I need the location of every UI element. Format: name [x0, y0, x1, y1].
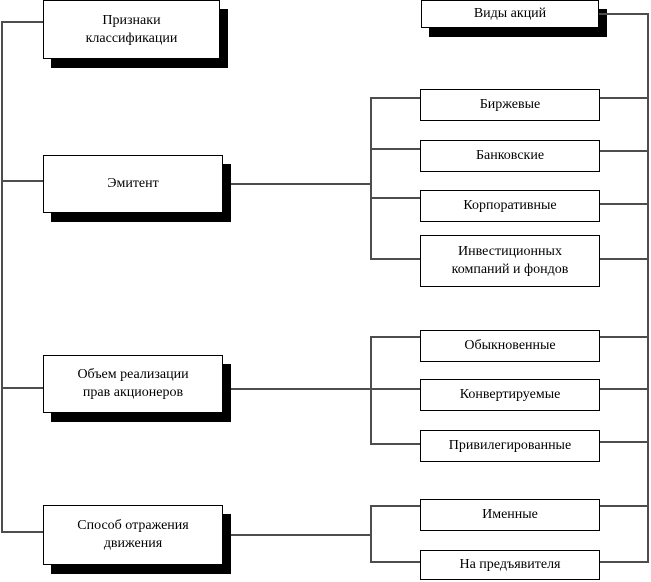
- connector-invest: [370, 258, 420, 260]
- spine-stub-volume: [1, 387, 44, 389]
- feed-line-volume: [231, 388, 371, 390]
- node-bankovskie: Банковские: [420, 140, 600, 172]
- spine-stub-method: [1, 531, 44, 533]
- node-imennye: Именные: [420, 499, 600, 531]
- spine-stub-emitent: [1, 180, 44, 182]
- node-classification-criteria: Признаки классификации: [43, 0, 220, 59]
- node-privilegirovannye: Привилегированные: [420, 430, 600, 462]
- connector-konvertiruemye: [370, 388, 420, 390]
- right-connector-imennye: [600, 505, 647, 507]
- connector-obyknovennye: [370, 336, 420, 338]
- connector-imennye: [370, 505, 420, 507]
- right-connector-privilegirovannye: [600, 441, 647, 443]
- node-obyknovennye: Обыкновенные: [420, 330, 600, 362]
- bracket-line-group3: [370, 505, 372, 563]
- right-connector-korporativnye: [600, 203, 647, 205]
- connector-predyavitelya: [370, 561, 420, 563]
- connector-birzhevye: [370, 97, 420, 99]
- node-korporativnye: Корпоративные: [420, 190, 600, 222]
- connector-bankovskie: [370, 148, 420, 150]
- right-connector-obyknovennye: [600, 336, 647, 338]
- node-konvertiruemye: Конвертируемые: [420, 379, 600, 411]
- node-rights-volume: Объем реализации прав акционеров: [43, 355, 223, 413]
- spine-stub-criteria: [1, 21, 44, 23]
- right-connector-predyavitelya: [600, 561, 647, 563]
- types-feed-line: [599, 13, 649, 15]
- right-connector-birzhevye: [600, 97, 647, 99]
- node-invest-kompaniy: Инвестиционных компаний и фондов: [420, 235, 600, 287]
- feed-line-emitent: [231, 183, 371, 185]
- left-spine-line: [1, 21, 3, 533]
- bracket-line-group1: [370, 97, 372, 260]
- right-connector-konvertiruemye: [600, 388, 647, 390]
- right-spine-line: [647, 13, 649, 563]
- node-birzhevye: Биржевые: [420, 89, 600, 121]
- node-na-predyavitelya: На предъявителя: [420, 550, 600, 580]
- feed-line-method: [231, 534, 371, 536]
- node-emitent: Эмитент: [43, 155, 223, 213]
- bracket-line-group2: [370, 336, 372, 445]
- connector-privilegirovannye: [370, 443, 420, 445]
- node-movement-method: Способ отражения движения: [43, 505, 223, 565]
- node-share-types: Виды акций: [421, 0, 599, 28]
- right-connector-invest: [600, 258, 647, 260]
- connector-korporativnye: [370, 197, 420, 199]
- right-connector-bankovskie: [600, 150, 647, 152]
